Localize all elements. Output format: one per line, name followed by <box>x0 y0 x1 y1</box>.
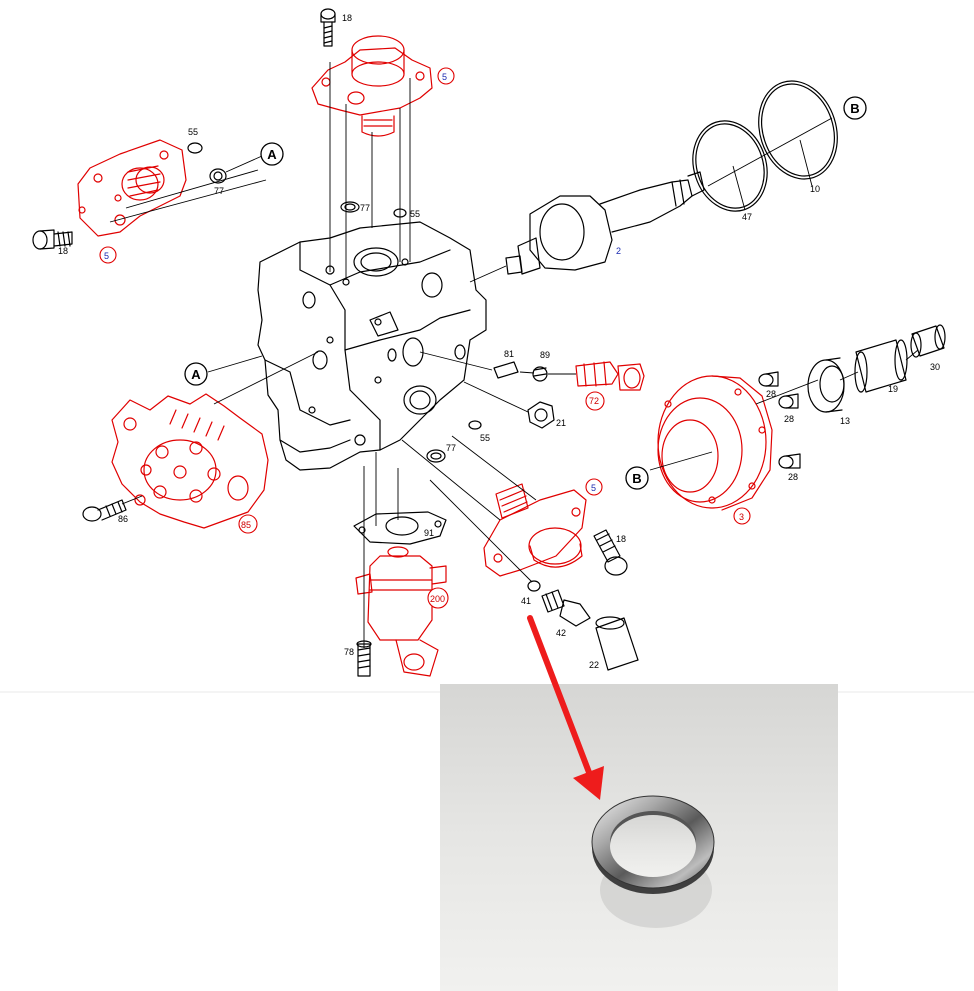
label-55-top: 55 <box>410 209 420 219</box>
washer-photo <box>440 684 838 991</box>
seal-ring-55-mid <box>468 420 482 430</box>
o-ring-77-mid <box>426 449 446 463</box>
ref-marker-a-top <box>260 142 284 166</box>
cap-22 <box>595 616 639 671</box>
ref-marker-b-right <box>625 466 649 490</box>
fitting-81-89 <box>493 361 548 382</box>
drive-shaft <box>505 171 705 275</box>
label-47: 47 <box>742 212 752 222</box>
label-77-left: 77 <box>214 186 224 196</box>
washer-ring <box>591 795 715 894</box>
label-77-top: 77 <box>360 203 370 213</box>
gasket-91 <box>353 511 447 545</box>
label-19: 19 <box>888 384 898 394</box>
label-28-b: 28 <box>784 414 794 424</box>
label-28-c: 28 <box>788 472 798 482</box>
label-91: 91 <box>424 528 434 538</box>
nut-21 <box>527 401 555 429</box>
screw-86 <box>82 499 127 522</box>
label-5-left: 5 <box>104 251 109 261</box>
label-77-mid: 77 <box>446 443 456 453</box>
label-55-mid: 55 <box>480 433 490 443</box>
label-21: 21 <box>556 418 566 428</box>
label-30: 30 <box>930 362 940 372</box>
label-81: 81 <box>504 349 514 359</box>
label-22: 22 <box>589 660 599 670</box>
flange-housing-3 <box>657 375 773 511</box>
label-18-top: 18 <box>342 13 352 23</box>
label-72: 72 <box>589 396 599 406</box>
part-number-labels: 18 5 55 77 18 5 77 55 2 47 10 81 89 72 2… <box>58 13 940 670</box>
seal-13 <box>807 357 845 413</box>
pump-housing <box>257 221 487 471</box>
ref-a-top-label: A <box>267 147 277 162</box>
label-200: 200 <box>430 594 445 604</box>
left-flange-assembly <box>77 139 187 237</box>
label-5-top: 5 <box>442 72 447 82</box>
screw-18-left <box>32 229 73 250</box>
o-ring-10 <box>758 80 838 180</box>
o-ring-77-left <box>209 168 227 184</box>
screws-28 <box>758 371 801 469</box>
label-10: 10 <box>810 184 820 194</box>
screw-18-lower <box>593 529 628 576</box>
ref-marker-b-top <box>843 96 867 120</box>
ref-a-left-label: A <box>191 367 201 382</box>
label-5-lower: 5 <box>591 483 596 493</box>
label-18-lower: 18 <box>616 534 626 544</box>
ref-b-top-label: B <box>850 101 859 116</box>
ref-marker-a-left <box>184 362 208 386</box>
label-85: 85 <box>241 520 251 530</box>
label-41: 41 <box>521 596 531 606</box>
ref-b-right-label: B <box>632 471 641 486</box>
fitting-42 <box>541 589 591 627</box>
label-89: 89 <box>540 350 550 360</box>
label-86: 86 <box>118 514 128 524</box>
metering-valve-200 <box>355 546 447 677</box>
label-2: 2 <box>616 246 621 256</box>
washer-41 <box>527 580 541 592</box>
seal-ring-55-left <box>187 142 203 154</box>
bushing-30 <box>910 324 946 358</box>
lower-flange-assembly <box>483 483 587 577</box>
top-flange-assembly <box>311 35 433 137</box>
label-28-a: 28 <box>766 389 776 399</box>
connector-72 <box>575 361 645 391</box>
label-18-left: 18 <box>58 246 68 256</box>
label-3: 3 <box>739 512 744 522</box>
label-42: 42 <box>556 628 566 638</box>
label-55-left: 55 <box>188 127 198 137</box>
label-13: 13 <box>840 416 850 426</box>
screw-18-top <box>320 8 336 47</box>
label-78: 78 <box>344 647 354 657</box>
cover-plate-85 <box>111 393 269 529</box>
bushing-19 <box>854 339 908 393</box>
